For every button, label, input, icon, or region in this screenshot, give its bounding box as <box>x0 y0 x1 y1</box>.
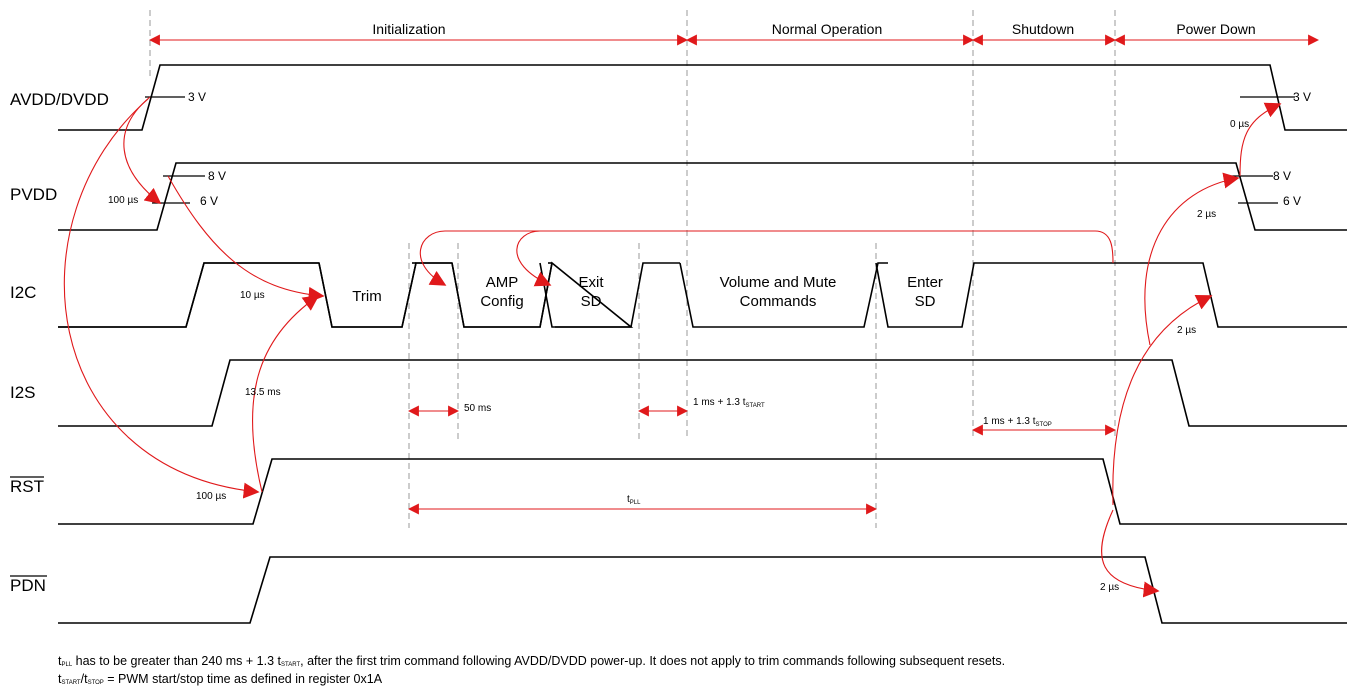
waveforms <box>58 64 1347 624</box>
cmd-enter-sd-line1: Enter <box>907 274 943 291</box>
pdn-waveform <box>58 556 1347 624</box>
pvdd-down-8v: 8 V <box>1273 169 1291 183</box>
cmd-trim: Trim <box>352 288 381 305</box>
dependency-arrows <box>63 96 1282 598</box>
i2c-waveform <box>58 261 1347 328</box>
delay-tpll: tPLL <box>627 494 641 506</box>
delay-pdn-rst-down: 2 µs <box>1100 582 1119 593</box>
delay-trim-amp: 50 ms <box>464 403 491 414</box>
delay-shutdown: 1 ms + 1.3 tSTOP <box>983 416 1052 428</box>
delay-avdd-rst: 100 µs <box>196 491 226 502</box>
voltage-levels: 3 V 8 V 6 V 3 V 8 V 6 V <box>145 90 1311 208</box>
signal-i2c-label: I2C <box>10 283 36 302</box>
phase-shutdown: Shutdown <box>1012 21 1074 37</box>
signal-pdn-label: PDN <box>10 576 46 595</box>
phase-initialization: Initialization <box>372 21 445 37</box>
signal-labels: AVDD/DVDD PVDD I2C I2S RST PDN <box>10 90 109 595</box>
pvdd-waveform <box>58 162 1347 231</box>
phase-normal-operation: Normal Operation <box>772 21 883 37</box>
signal-avdd-label: AVDD/DVDD <box>10 90 109 109</box>
delay-rst-trim: 13.5 ms <box>245 387 281 398</box>
i2c-commands: Trim AMP Config Exit SD Volume and Mute … <box>352 274 943 310</box>
delay-rst-i2c-down: 2 µs <box>1177 325 1196 336</box>
delay-labels: 100 µs 10 µs 13.5 ms 100 µs 50 ms 1 ms +… <box>108 119 1249 593</box>
timing-guides <box>149 10 1116 528</box>
avdd-waveform <box>58 64 1347 131</box>
footnote-tstart-tstop: tSTART/tSTOP = PWM start/stop time as de… <box>58 672 383 686</box>
cmd-volume-line2: Commands <box>740 293 817 310</box>
cmd-amp-config-line1: AMP <box>486 274 519 291</box>
cmd-exit-sd-line2: SD <box>581 293 602 310</box>
delay-pvdd-avdd-down: 0 µs <box>1230 119 1249 130</box>
avdd-up-3v: 3 V <box>188 90 206 104</box>
delay-avdd-pvdd: 100 µs <box>108 195 138 206</box>
pvdd-up-8v: 8 V <box>208 169 226 183</box>
signal-pvdd-label: PVDD <box>10 185 57 204</box>
signal-i2s-label: I2S <box>10 383 36 402</box>
pvdd-down-6v: 6 V <box>1283 194 1301 208</box>
i2s-waveform <box>58 359 1347 427</box>
delay-i2c-pvdd-down: 2 µs <box>1197 209 1216 220</box>
rst-waveform <box>58 458 1347 525</box>
signal-rst-label: RST <box>10 477 44 496</box>
delay-pvdd-trim: 10 µs <box>240 290 265 301</box>
pvdd-up-6v: 6 V <box>200 194 218 208</box>
cmd-exit-sd-line1: Exit <box>578 274 604 291</box>
phase-bar: Initialization Normal Operation Shutdown… <box>148 21 1320 46</box>
cmd-volume-line1: Volume and Mute <box>720 274 837 291</box>
avdd-down-3v: 3 V <box>1293 90 1311 104</box>
cmd-amp-config-line2: Config <box>480 293 523 310</box>
phase-power-down: Power Down <box>1176 21 1255 37</box>
footnote-tpll: tPLL has to be greater than 240 ms + 1.3… <box>58 654 1006 668</box>
cmd-enter-sd-line2: SD <box>915 293 936 310</box>
footnotes: tPLL has to be greater than 240 ms + 1.3… <box>58 654 1005 690</box>
delay-exit-volume: 1 ms + 1.3 tSTART <box>693 397 765 409</box>
